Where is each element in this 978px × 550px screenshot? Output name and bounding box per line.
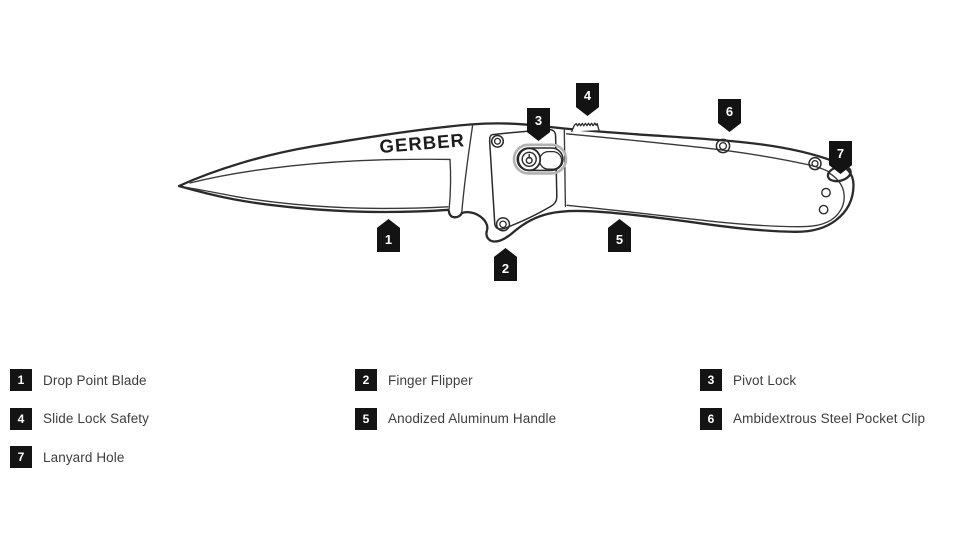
pivot-lock-button (517, 147, 542, 172)
slide-lock-safety (571, 122, 600, 133)
legend-label-2: Finger Flipper (388, 372, 473, 388)
pocket-clip-top-line (565, 133, 830, 173)
blade-plunge-line (448, 158, 452, 210)
blade-edge-bevel-line (182, 186, 449, 210)
legend-label-7: Lanyard Hole (43, 449, 125, 465)
handle-screws (490, 134, 822, 232)
legend-badge-5: 5 (355, 407, 377, 430)
legend-item-1: 1 Drop Point Blade (10, 369, 355, 391)
legend: 1 Drop Point Blade 2 Finger Flipper 3 Pi… (10, 369, 968, 468)
handle-hole (818, 204, 829, 215)
legend-badge-4: 4 (10, 407, 32, 430)
legend-item-2: 2 Finger Flipper (355, 369, 700, 391)
legend-badge-2: 2 (355, 369, 377, 391)
legend-label-5: Anodized Aluminum Handle (388, 411, 557, 426)
handle-divider-line (563, 129, 567, 207)
lock-icon (525, 153, 533, 165)
legend-item-6: 6 Ambidextrous Steel Pocket Clip (700, 407, 968, 430)
legend-item-3: 3 Pivot Lock (700, 369, 968, 391)
legend-item-4: 4 Slide Lock Safety (10, 407, 355, 430)
legend-badge-3: 3 (700, 369, 722, 391)
legend-label-6: Ambidextrous Steel Pocket Clip (733, 411, 926, 426)
legend-badge-6: 6 (700, 407, 722, 430)
knife-illustration: GERBER (177, 122, 855, 243)
knife-outline (177, 122, 855, 243)
legend-item-5: 5 Anodized Aluminum Handle (355, 407, 700, 430)
legend-badge-1: 1 (10, 369, 32, 391)
blade-grind-line (189, 158, 451, 184)
legend-label-3: Pivot Lock (733, 372, 797, 388)
legend-label-4: Slide Lock Safety (43, 411, 150, 426)
legend-item-7: 7 Lanyard Hole (10, 446, 355, 468)
pivot-lock-slider (512, 143, 568, 175)
handle-front-edge-line (461, 123, 474, 213)
handle-hole (821, 187, 831, 198)
clip-screw (715, 138, 731, 154)
legend-label-1: Drop Point Blade (43, 372, 147, 388)
legend-badge-7: 7 (10, 446, 32, 468)
